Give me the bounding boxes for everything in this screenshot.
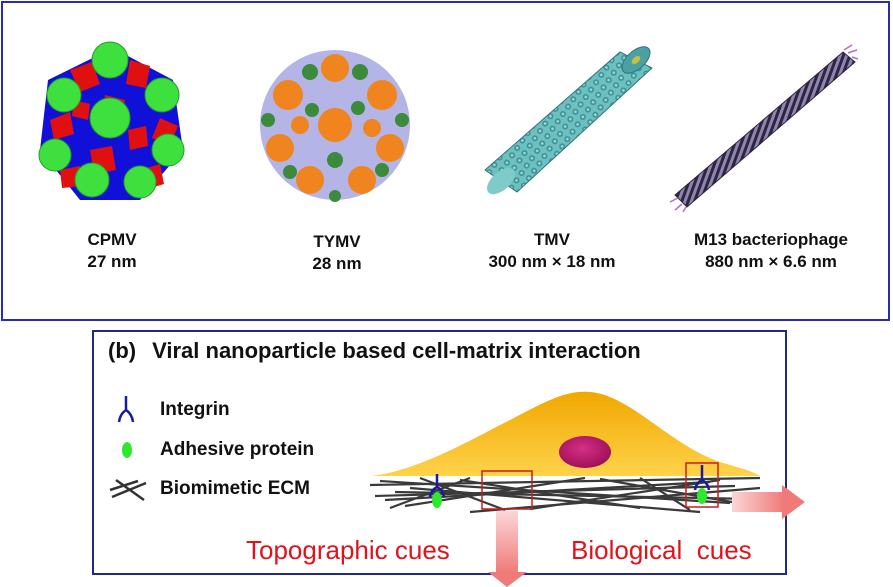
m13-name: M13 bacteriophage bbox=[694, 230, 848, 249]
tmv-label: TMV 300 nm × 18 nm bbox=[452, 229, 652, 273]
legend-adhesive-protein-label: Adhesive protein bbox=[160, 439, 315, 460]
legend-integrin-label: Integrin bbox=[160, 399, 230, 420]
m13-label: M13 bacteriophage 880 nm × 6.6 nm bbox=[671, 229, 871, 273]
tymv-size: 28 nm bbox=[312, 254, 362, 273]
tmv-name: TMV bbox=[534, 230, 570, 249]
panel-b-tag: (b) bbox=[108, 338, 137, 363]
cell-integrin-right bbox=[693, 465, 711, 491]
cpmv-label: CPMV 27 nm bbox=[12, 229, 212, 273]
tymv-name: TYMV bbox=[313, 232, 361, 251]
panel-b-frame bbox=[92, 330, 787, 575]
topographic-highlight-box bbox=[481, 470, 533, 510]
cell-adhesive-protein-left bbox=[432, 492, 442, 508]
biological-arrow bbox=[732, 485, 805, 519]
topographic-arrow bbox=[488, 511, 527, 587]
legend-ecm-label: Biomimetic ECM bbox=[160, 478, 310, 499]
ecm-network bbox=[369, 476, 761, 514]
cell bbox=[372, 391, 760, 476]
tmv-particle bbox=[484, 46, 653, 195]
adhesive-protein-legend-icon bbox=[122, 442, 132, 458]
cpmv-name: CPMV bbox=[87, 230, 137, 249]
tymv-label: TYMV 28 nm bbox=[237, 231, 437, 275]
ecm-legend-icon bbox=[109, 478, 147, 502]
cell-adhesive-protein-right bbox=[697, 488, 707, 504]
panel-b-heading: (b) Viral nanoparticle based cell-matrix … bbox=[108, 338, 641, 364]
m13-particle bbox=[669, 44, 859, 213]
panel-b-title: Viral nanoparticle based cell-matrix int… bbox=[152, 338, 641, 363]
biological-highlight-box bbox=[685, 462, 719, 508]
cell-nucleus bbox=[559, 436, 611, 468]
tymv-particle bbox=[260, 50, 410, 202]
integrin-legend-icon bbox=[117, 396, 135, 423]
m13-size: 880 nm × 6.6 nm bbox=[705, 252, 837, 271]
biological-cues-label: Biological cues bbox=[571, 535, 752, 565]
cpmv-particle bbox=[38, 41, 185, 200]
tmv-size: 300 nm × 18 nm bbox=[488, 252, 616, 271]
cpmv-size: 27 nm bbox=[87, 252, 137, 271]
panel-a-frame bbox=[1, 1, 890, 321]
topographic-cues-label: Topographic cues bbox=[246, 535, 450, 565]
cell-integrin-left bbox=[428, 474, 446, 498]
